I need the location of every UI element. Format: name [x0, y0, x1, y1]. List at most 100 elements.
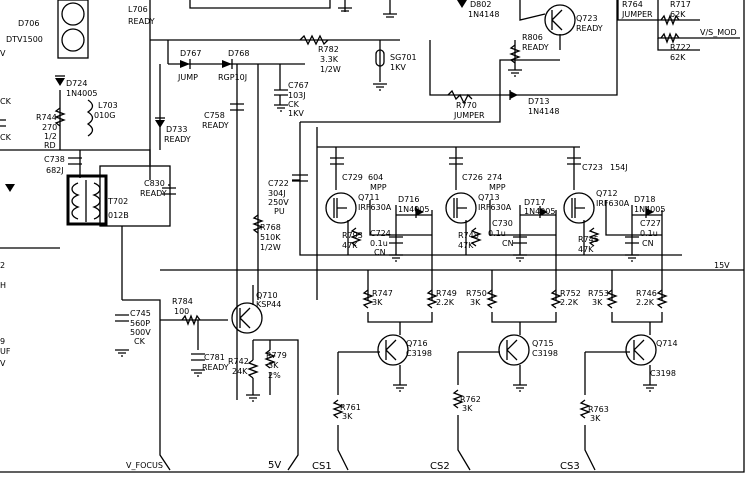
label-c723: C723	[582, 163, 603, 172]
label-d724: D724	[66, 79, 87, 88]
label-q713-val: IRF630A	[478, 203, 512, 212]
label-c767: C767	[288, 81, 309, 90]
label-q716-val: C3198	[406, 349, 432, 358]
label-r782: R782	[318, 45, 339, 54]
label-c730-val: 0.1u	[488, 229, 506, 238]
label-r764: R764	[622, 0, 643, 9]
label-t702-val: 012B	[108, 211, 129, 220]
label-r768-val: 510K	[260, 233, 281, 242]
label-d706-val: DTV1500	[6, 35, 43, 44]
label-r746-val: 2.2K	[636, 298, 655, 307]
edge-label-4: 2	[0, 261, 5, 270]
label-d706: D706	[18, 19, 39, 28]
connector-cs2: CS2	[430, 461, 450, 472]
label-c729-val: 604	[368, 173, 383, 182]
label-r779: R779	[266, 351, 287, 360]
label-r752: R752	[560, 289, 581, 298]
label-l703: L703	[98, 101, 118, 110]
label-d716-val: 1N4005	[398, 205, 429, 214]
label-sg701: SG701	[390, 53, 417, 62]
label-c730: C730	[492, 219, 513, 228]
label-c745-t: CK	[134, 337, 146, 346]
label-d802: D802	[470, 0, 491, 9]
label-d713-val: 1N4148	[528, 107, 559, 116]
labels: D706 DTV1500 V L706 READY D767 JUMP D768…	[0, 0, 737, 472]
label-d733-val: READY	[164, 135, 191, 144]
transistors	[231, 4, 657, 366]
label-c729-t: MPP	[370, 183, 387, 192]
label-c730-t: CN	[502, 239, 514, 248]
label-r717-val: 62K	[670, 10, 686, 19]
label-q723: Q723	[576, 14, 598, 23]
label-c738-val: 682J	[46, 166, 64, 175]
label-c781: C781	[204, 353, 225, 362]
connector-v-focus: V_FOCUS	[126, 461, 163, 470]
label-r784: R784	[172, 297, 193, 306]
label-vsmod: V/S_MOD	[700, 28, 737, 37]
label-q723-val: READY	[576, 24, 603, 33]
label-r745: R745	[578, 235, 599, 244]
label-c722-val: 304J	[268, 189, 286, 198]
label-d718: D718	[634, 195, 655, 204]
label-r761-val: 3K	[342, 412, 353, 421]
label-q715: Q715	[532, 339, 554, 348]
label-q713: Q713	[478, 193, 500, 202]
label-d724-val: 1N4005	[66, 89, 97, 98]
label-q710-val: KSP44	[256, 300, 281, 309]
label-c726-val: 274	[487, 173, 502, 182]
label-d717: D717	[524, 198, 545, 207]
label-r750-val: 3K	[470, 298, 481, 307]
label-r762: R762	[460, 395, 481, 404]
label-r762-val: 3K	[462, 404, 473, 413]
label-15v: 15V	[714, 261, 730, 270]
label-d767-val: JUMP	[177, 73, 198, 82]
connector-cs1: CS1	[312, 461, 332, 472]
label-c727-t: CN	[642, 239, 654, 248]
edge-label-3: CK	[0, 133, 12, 142]
label-q712: Q712	[596, 189, 618, 198]
label-c723-val: 154J	[610, 163, 628, 172]
label-r752-val: 2.2K	[560, 298, 579, 307]
label-q716: Q716	[406, 339, 428, 348]
wires	[0, 0, 745, 473]
label-r753: R753	[588, 289, 609, 298]
edge-label-6: 9	[0, 337, 5, 346]
label-c758: C758	[204, 111, 225, 120]
capacitors	[0, 89, 639, 361]
label-r717: R717	[670, 0, 691, 9]
label-r748: R748	[458, 231, 479, 240]
label-r722: R722	[670, 43, 691, 52]
label-c727-val: 0.1u	[640, 229, 658, 238]
edge-label-5: H	[0, 281, 6, 290]
label-r779-val: 3K	[268, 361, 279, 370]
label-d767: D767	[180, 49, 201, 58]
label-l706-val: READY	[128, 17, 155, 26]
label-c767-val: 103J	[288, 91, 306, 100]
label-r742-val: 24K	[232, 367, 248, 376]
label-d733: D733	[166, 125, 187, 134]
resistors	[54, 14, 680, 419]
label-q714: Q714	[656, 339, 678, 348]
label-q711: Q711	[358, 193, 380, 202]
edge-label-2: CK	[0, 97, 12, 106]
label-r745-val: 47K	[578, 245, 594, 254]
label-r722-val: 62K	[670, 53, 686, 62]
label-d716: D716	[398, 195, 419, 204]
edge-label-7: UF	[0, 347, 11, 356]
label-r761: R761	[340, 403, 361, 412]
label-r744: R744	[36, 113, 57, 122]
label-c767-type: CK	[288, 100, 300, 109]
label-r763-val: 3K	[590, 414, 601, 423]
label-c738: C738	[44, 155, 65, 164]
label-d713: D713	[528, 97, 549, 106]
label-l703-val: 010G	[94, 111, 115, 120]
label-r744-w: 1/2	[44, 132, 57, 141]
ground-symbols	[115, 7, 657, 402]
label-c724-t: CN	[374, 248, 386, 257]
label-q714-val: C3198	[650, 369, 676, 378]
label-r806: R806	[522, 33, 543, 42]
label-d717-val: 1N4005	[524, 207, 555, 216]
label-r782-val: 3.3K	[320, 55, 339, 64]
label-q715-val: C3198	[532, 349, 558, 358]
label-l706: L706	[128, 5, 148, 14]
